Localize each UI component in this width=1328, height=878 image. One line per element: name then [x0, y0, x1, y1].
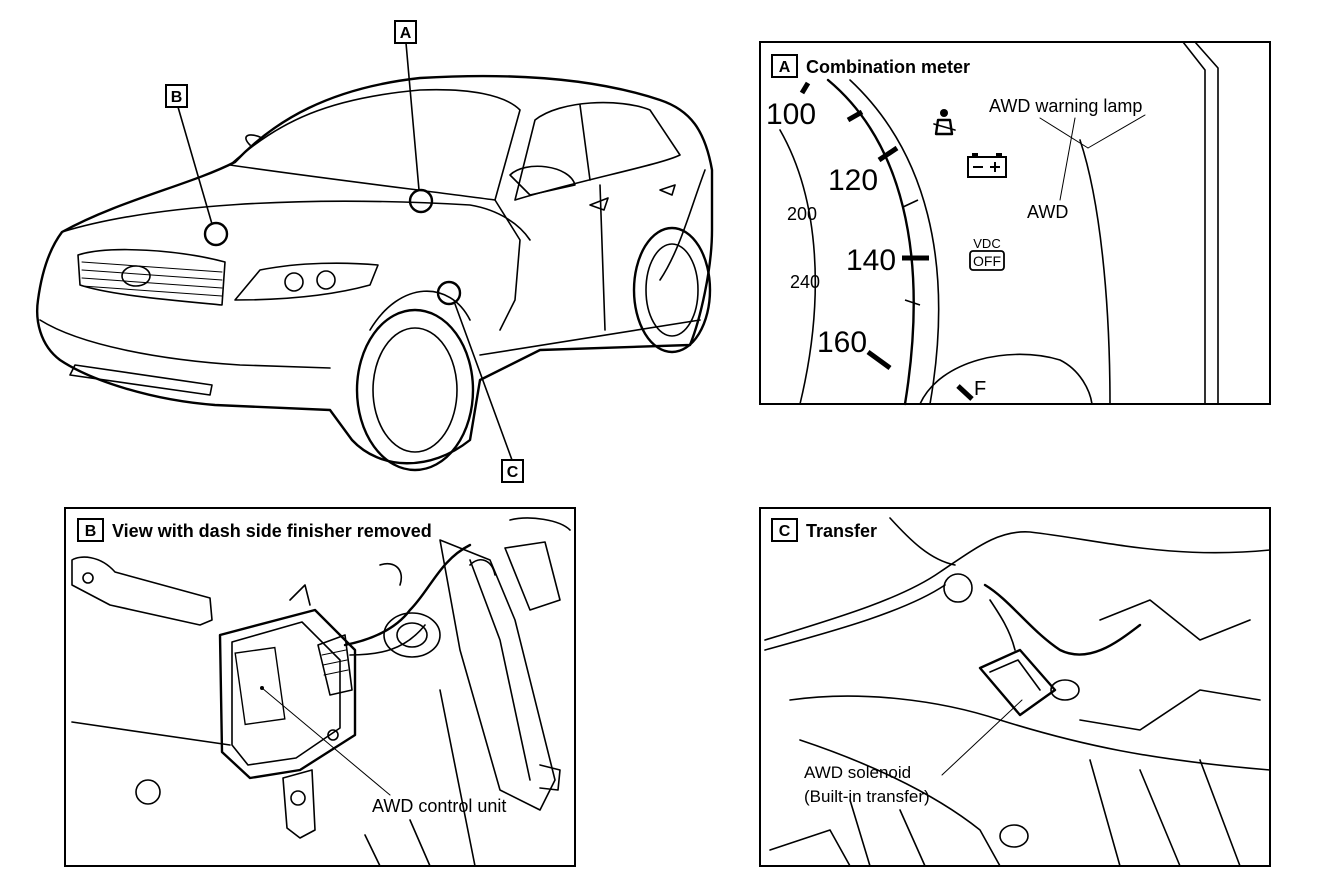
control-unit-leader	[261, 687, 391, 796]
speed-label-160: 160	[817, 326, 867, 359]
lamp-leader-3	[1087, 114, 1146, 149]
marker-circle-b	[203, 221, 229, 247]
speed-label-120: 120	[828, 164, 878, 197]
marker-circle-a	[408, 188, 434, 214]
panel-transfer: AWD solenoid (Built-in transfer) C Trans…	[759, 507, 1271, 867]
awd-solenoid-label: AWD solenoid	[804, 763, 911, 782]
solenoid-leader	[941, 699, 1023, 776]
marker-circle-c	[436, 280, 462, 306]
panel-c-title: Transfer	[806, 521, 877, 541]
awd-solenoid-sublabel: (Built-in transfer)	[804, 787, 930, 806]
callout-c: C	[501, 459, 524, 483]
panel-combination-meter: VDC OFF 100 120 140 160 200 240 F AWD AW…	[759, 41, 1271, 406]
callout-a-label: A	[400, 25, 412, 42]
panel-a-title: Combination meter	[806, 57, 970, 77]
callout-b: B	[165, 84, 188, 108]
leader-line-a	[405, 42, 420, 191]
callout-a: A	[394, 20, 417, 44]
vdc-label: VDC	[973, 236, 1000, 251]
awd-control-unit-label: AWD control unit	[372, 796, 506, 816]
battery-icon	[967, 153, 1007, 178]
callout-c-label: C	[507, 464, 519, 481]
awd-warning-lamp-label: AWD warning lamp	[989, 96, 1142, 116]
speed-label-100: 100	[766, 98, 816, 131]
vehicle-illustration	[36, 74, 714, 472]
fuel-full-label: F	[974, 378, 986, 400]
seatbelt-icon	[933, 109, 956, 136]
lamp-leader-1	[1059, 117, 1076, 201]
panel-b-title: View with dash side finisher removed	[112, 521, 432, 541]
panel-c-tag: C	[779, 523, 791, 540]
vdc-off-label: OFF	[973, 253, 1001, 269]
awd-lamp-text: AWD	[1027, 202, 1068, 222]
speed-label-240: 240	[790, 272, 820, 292]
panel-dash-side: AWD control unit B View with dash side f…	[64, 507, 576, 867]
panel-a-tag: A	[779, 59, 791, 76]
callout-b-label: B	[171, 89, 183, 106]
panel-b-tag: B	[85, 523, 97, 540]
speed-label-200: 200	[787, 204, 817, 224]
leader-line-c	[454, 303, 513, 461]
location-markers	[177, 42, 513, 461]
speed-label-140: 140	[846, 244, 896, 277]
leader-line-b	[177, 106, 213, 225]
vdc-off-icon: VDC OFF	[969, 236, 1005, 271]
lamp-leader-2	[1039, 117, 1089, 149]
